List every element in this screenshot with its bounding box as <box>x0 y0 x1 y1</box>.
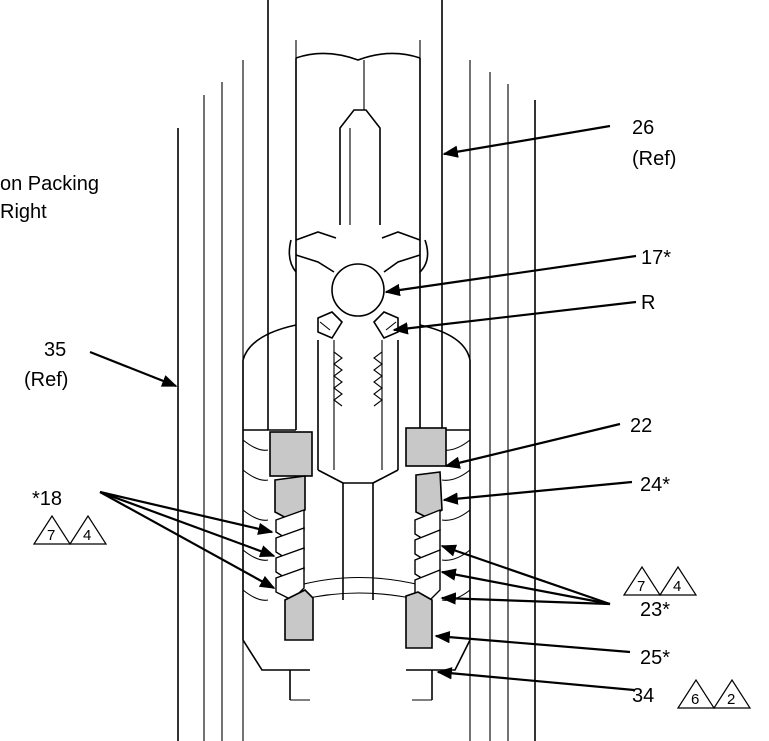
right-note-7: 7 <box>637 578 645 595</box>
label-17: 17* <box>641 247 671 269</box>
plunger-rod <box>288 52 429 430</box>
label-26: 26 <box>632 117 654 139</box>
gland-nut <box>242 324 471 431</box>
label-35: 35 <box>44 339 66 361</box>
inner-bore <box>267 0 443 430</box>
lower-housing <box>242 430 471 701</box>
leader-lines <box>89 124 637 692</box>
label-r: R <box>641 292 655 314</box>
right-note-triangles: 7 4 <box>622 565 698 596</box>
part34-note-6: 6 <box>691 691 699 708</box>
threaded-section <box>317 340 399 470</box>
right-packing-stack <box>405 427 447 649</box>
left-male-adapter <box>284 589 314 641</box>
label-24: 24* <box>640 474 670 496</box>
left-note-4: 4 <box>83 527 91 544</box>
label-26-ref: (Ref) <box>632 148 676 170</box>
label-35-ref: (Ref) <box>24 369 68 391</box>
label-18: *18 <box>32 488 62 510</box>
packing-note-line1: on Packing <box>0 173 99 195</box>
label-22: 22 <box>630 415 652 437</box>
right-note-4: 4 <box>673 578 681 595</box>
left-note-7: 7 <box>47 527 55 544</box>
right-gland-ring <box>405 427 447 467</box>
label-23: 23* <box>640 599 670 621</box>
check-ball <box>331 263 385 317</box>
part34-note-2: 2 <box>727 691 735 708</box>
label-25: 25* <box>640 647 670 669</box>
left-gland-ring <box>269 431 313 477</box>
label-34: 34 <box>632 685 654 707</box>
left-packing-stack <box>269 431 314 641</box>
left-note-triangles: 7 4 <box>32 514 108 545</box>
part34-note-triangles: 6 2 <box>676 678 752 709</box>
right-male-adapter <box>405 591 433 649</box>
packing-note-line2: Right <box>0 201 47 223</box>
